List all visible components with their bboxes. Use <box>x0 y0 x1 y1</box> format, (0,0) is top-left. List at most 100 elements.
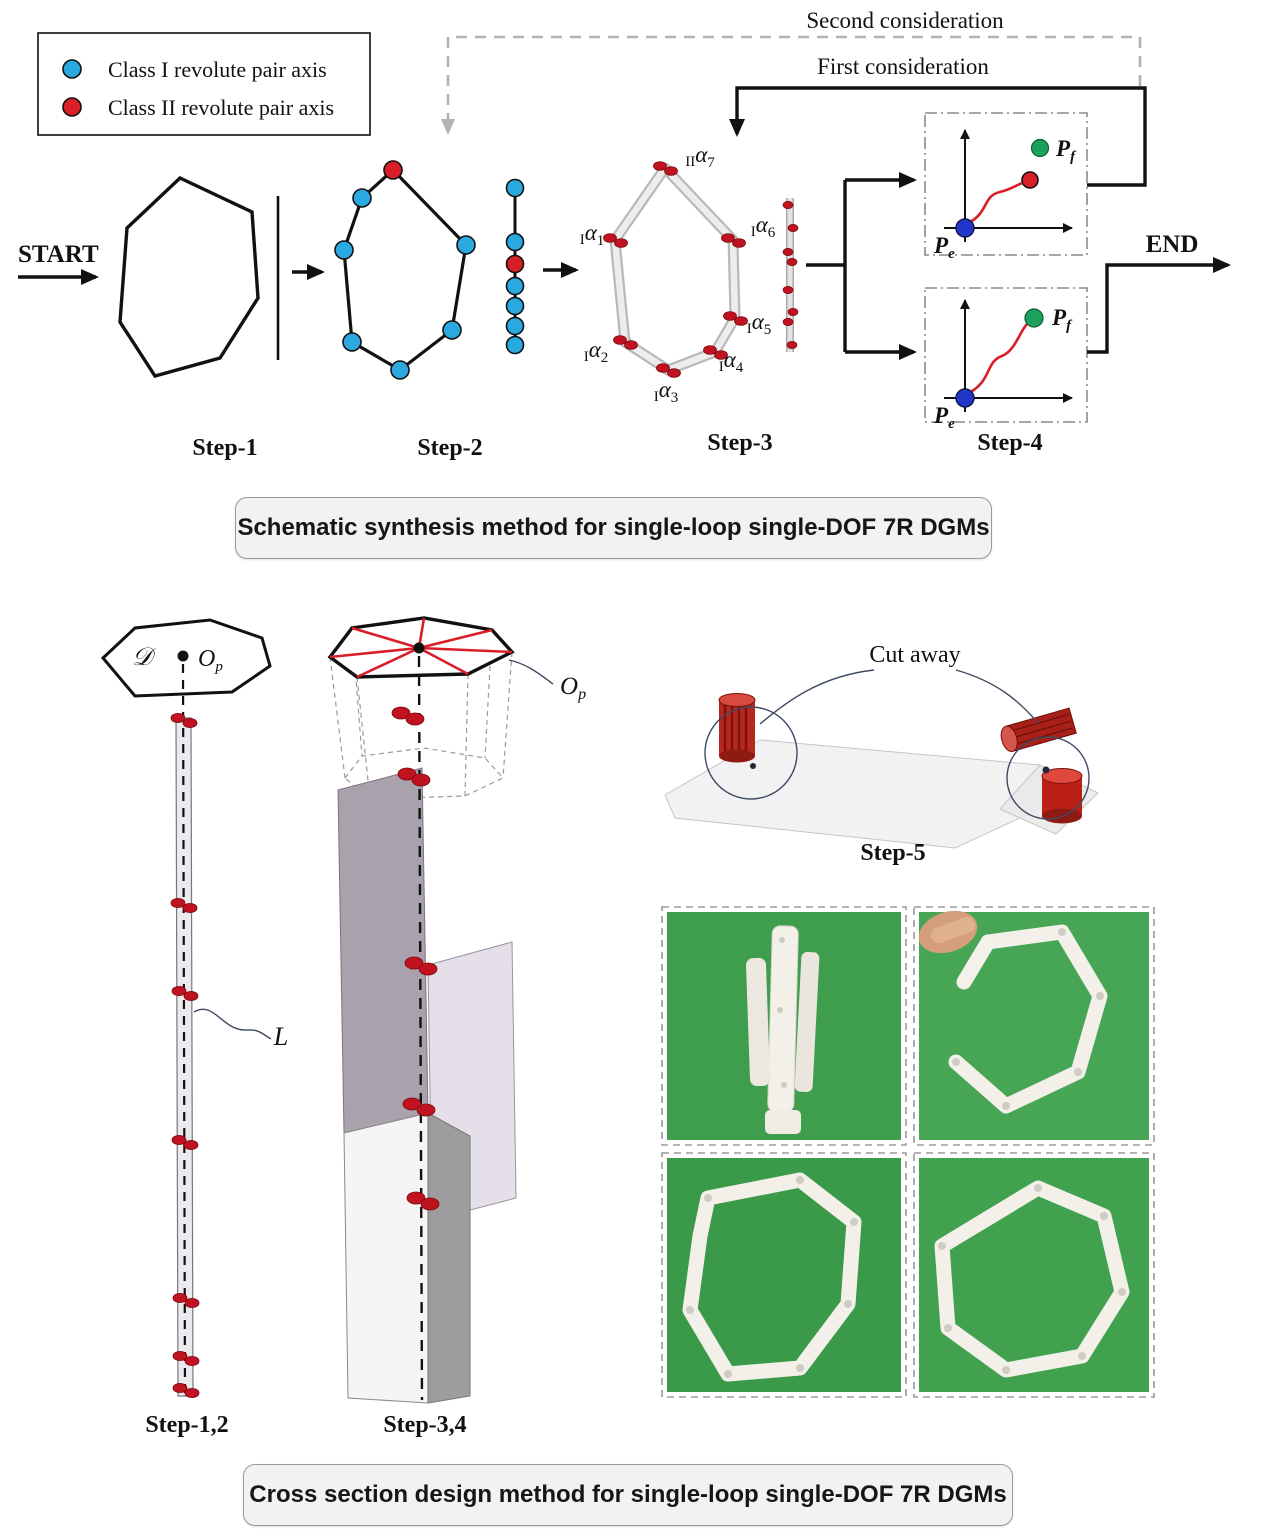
step3-links-fill <box>611 164 739 374</box>
class1-joint-icon <box>505 296 525 316</box>
cutaway-circle-left <box>704 706 798 800</box>
first-consideration-label: First consideration <box>817 54 989 79</box>
joint-label-a7: IIα7 <box>685 142 715 171</box>
prism-link-c-side <box>427 1112 471 1404</box>
center-point <box>177 650 189 662</box>
pe-point <box>955 388 975 408</box>
class1-joint-icon <box>505 232 525 252</box>
step4-label: Step-4 <box>977 430 1042 456</box>
class1-joint-icon <box>442 320 462 340</box>
prism-joints <box>391 706 440 1211</box>
center-point <box>413 642 425 654</box>
pe-label: Pe <box>933 403 955 432</box>
joint-label-a1: Iα1 <box>580 220 605 249</box>
pe-point <box>955 218 975 238</box>
joint-point <box>1042 766 1050 774</box>
class1-joint-icon <box>352 188 372 208</box>
class1-joint-icon <box>342 332 362 352</box>
pf-point <box>1030 138 1050 158</box>
photo-loop-mechanism-a <box>667 1158 901 1392</box>
revolute-cylinder-right-lower <box>1041 768 1083 824</box>
cut-away-label: Cut away <box>869 642 960 668</box>
class1-joint-icon <box>505 335 525 355</box>
step4-box1-frame <box>924 112 1088 256</box>
heptagon-spokes <box>329 617 513 679</box>
joint-label-a5: Iα5 <box>747 309 772 338</box>
reached-point <box>1021 171 1039 189</box>
class1-joint-icon <box>505 178 525 198</box>
class1-joint-icon <box>456 235 476 255</box>
cutaway-callout-right <box>955 669 1039 724</box>
pf-point <box>1024 308 1044 328</box>
op-label: Op <box>198 646 223 675</box>
photo-folded-mechanism <box>667 912 901 1140</box>
pf-label: Pf <box>1055 136 1077 165</box>
step4-box1: Pf Pe <box>924 112 1088 262</box>
step3-bar-joints <box>782 201 799 349</box>
joint-label-a6: Iα6 <box>751 212 776 241</box>
start-label: START <box>18 241 99 268</box>
schematic-caption: Schematic synthesis method for single-lo… <box>235 497 992 559</box>
trajectory-curve <box>965 321 1030 396</box>
photo3-border <box>661 1152 907 1398</box>
length-label: L <box>273 1022 288 1051</box>
trajectory-curve <box>965 180 1027 226</box>
schematic-flow-diagram: Class I revolute pair axis Class II revo… <box>18 8 1231 461</box>
legend-class2-label: Class II revolute pair axis <box>108 95 334 120</box>
cutaway-callout-left <box>759 669 875 725</box>
step4-box2: Pf Pe <box>924 287 1088 432</box>
end-node: END <box>1087 231 1231 354</box>
rod-joints <box>170 713 200 1398</box>
legend-class1-label: Class I revolute pair axis <box>108 57 327 82</box>
legend-box <box>37 32 371 136</box>
step3-joints <box>603 161 748 378</box>
second-consideration-label: Second consideration <box>806 8 1004 33</box>
second-consideration-arrow <box>441 35 1142 135</box>
step4-box2-frame <box>924 287 1088 423</box>
step2-label: Step-2 <box>417 435 482 461</box>
step3-linkage: IIα7 Iα1 Iα2 Iα3 Iα4 Iα5 Iα6 <box>580 142 799 406</box>
class1-joint-icon <box>334 240 354 260</box>
length-callout <box>193 1008 272 1040</box>
joint-point <box>750 763 756 769</box>
photo2-border <box>913 906 1155 1146</box>
cutaway-circle-right <box>1006 736 1090 820</box>
step1-heptagon <box>118 175 260 378</box>
class1-joint-icon <box>505 276 525 296</box>
first-consideration-arrow <box>729 86 1147 187</box>
class1-dot-icon <box>62 59 82 79</box>
step3-links-outline <box>609 162 741 376</box>
step34-figure: Op Step-3,4 <box>327 616 586 1438</box>
prototype-photos <box>661 906 1155 1398</box>
class2-joint-icon <box>383 160 403 180</box>
op-label: Op <box>560 673 586 703</box>
start-node: START <box>18 241 99 285</box>
step3-label: Step-3 <box>707 430 772 456</box>
rod-centerline <box>181 663 187 1399</box>
joint-label-a3: Iα3 <box>654 377 679 406</box>
step34-label: Step-3,4 <box>383 1412 466 1438</box>
prism-link-a <box>337 767 429 1134</box>
op-callout <box>508 659 554 685</box>
step1-label: Step-1 <box>192 435 257 461</box>
cross-section-caption: Cross section design method for single-l… <box>243 1464 1013 1526</box>
photo-deploying-mechanism <box>918 910 1149 1140</box>
class1-joint-icon <box>505 316 525 336</box>
step2-graph <box>334 160 525 380</box>
class2-joint-icon <box>505 254 525 274</box>
end-label: END <box>1146 231 1199 258</box>
cross-section-design-diagram: 𝒟 Op L Step-1,2 <box>100 616 1155 1438</box>
step12-label: Step-1,2 <box>145 1412 228 1438</box>
photo-loop-mechanism-b <box>919 1158 1149 1392</box>
class1-joint-icon <box>390 360 410 380</box>
photo4-border <box>913 1152 1155 1398</box>
step5-figure: Cut away Step-5 <box>664 642 1099 866</box>
class2-dot-icon <box>62 97 82 117</box>
branch-connector <box>806 172 917 360</box>
revolute-cylinder-left <box>718 693 756 763</box>
joint-label-a2: Iα2 <box>584 337 609 366</box>
revolute-cylinder-right-upper <box>1000 707 1077 752</box>
joint-label-a4: Iα4 <box>719 347 744 376</box>
pe-label: Pe <box>933 233 955 262</box>
